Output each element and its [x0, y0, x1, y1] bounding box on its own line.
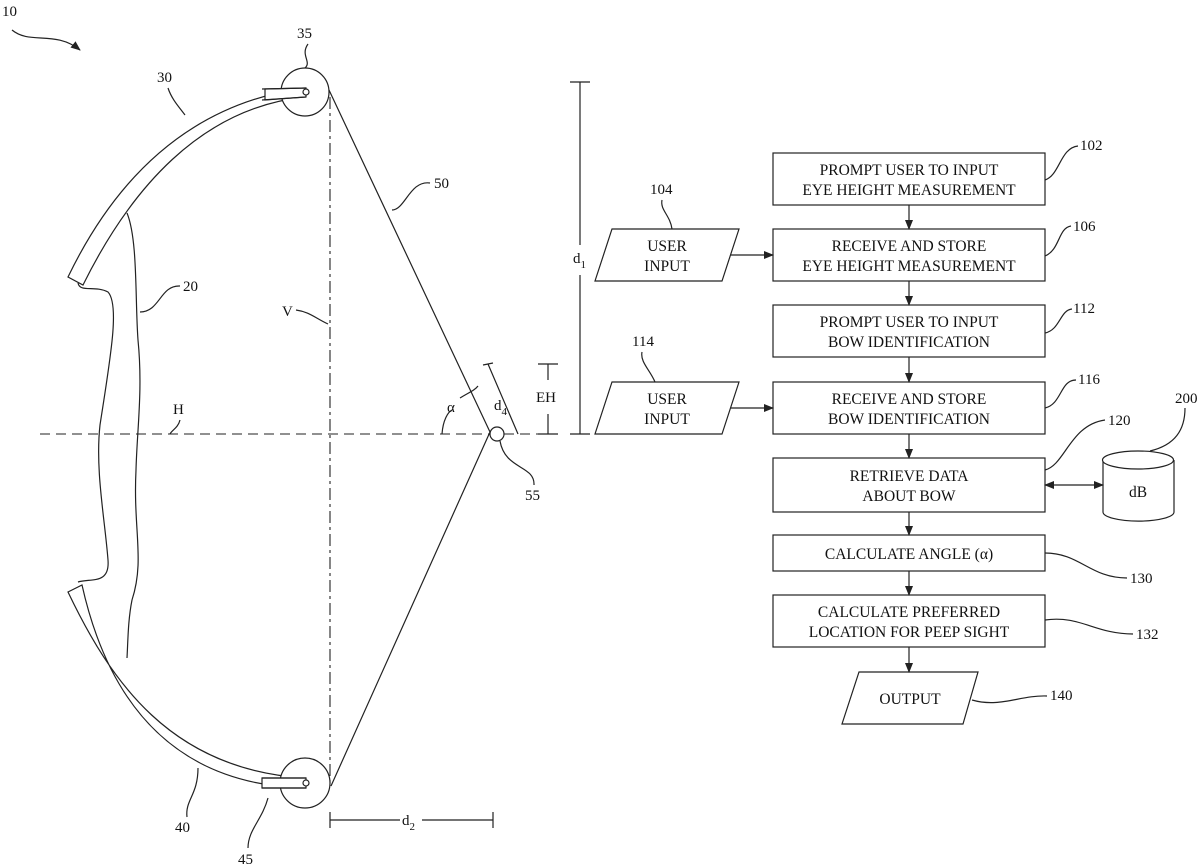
output-140: OUTPUT: [841, 671, 979, 725]
ref-130: 130: [1130, 571, 1153, 587]
ref-116: 116: [1078, 372, 1100, 388]
input-104-line-2: INPUT: [644, 258, 690, 275]
ref-200: 200: [1175, 391, 1198, 407]
flow-ref-numerals: 102 106 112 116 120 130 132 140 104 114 …: [632, 138, 1198, 704]
ref-riser: 20: [183, 279, 198, 295]
flowchart: PROMPT USER TO INPUT EYE HEIGHT MEASUREM…: [594, 138, 1198, 725]
output-label: OUTPUT: [879, 691, 941, 708]
step-132-line-2: LOCATION FOR PEEP SIGHT: [809, 624, 1010, 641]
input-114-line-1: USER: [647, 391, 687, 408]
alpha-arc: [441, 385, 479, 435]
ref-132: 132: [1136, 627, 1159, 643]
label-d2: d2: [402, 813, 415, 833]
eh-dimension: [538, 363, 558, 435]
bow-figure: 10 35 30 50 20 V H α: [2, 4, 590, 864]
ref-102: 102: [1080, 138, 1103, 154]
ref-106: 106: [1073, 219, 1096, 235]
d4-dimension: [482, 362, 519, 435]
lower-limb: [67, 584, 306, 789]
ref-140: 140: [1050, 688, 1073, 704]
input-104-line-1: USER: [647, 238, 687, 255]
input-104-user-input: USER INPUT: [594, 228, 740, 282]
leader-35: [304, 43, 309, 69]
step-116-store-bow-id: RECEIVE AND STORE BOW IDENTIFICATION: [772, 381, 1046, 435]
ref-string: 50: [434, 176, 449, 192]
label-d1: d1: [573, 251, 586, 271]
lower-limb-tip: [261, 777, 307, 789]
step-112-prompt-bow-id: PROMPT USER TO INPUT BOW IDENTIFICATION: [772, 304, 1046, 358]
leader-30: [167, 87, 186, 116]
riser-back-edge: [77, 282, 115, 583]
step-132-calculate-location: CALCULATE PREFERRED LOCATION FOR PEEP SI…: [772, 594, 1046, 648]
step-106-line-1: RECEIVE AND STORE: [832, 238, 987, 255]
lower-limb-tip-edges: [262, 777, 306, 789]
leader-50: [391, 182, 431, 211]
ref-104: 104: [650, 182, 673, 198]
riser-front-edge: [126, 212, 141, 659]
step-102-prompt-eye-height: PROMPT USER TO INPUT EYE HEIGHT MEASUREM…: [772, 152, 1046, 206]
database-label: dB: [1129, 484, 1147, 501]
label-v: V: [282, 304, 293, 320]
leader-45: [247, 797, 269, 849]
input-114-user-input: USER INPUT: [594, 381, 740, 435]
step-102-line-1: PROMPT USER TO INPUT: [820, 162, 999, 179]
leader-55: [499, 440, 535, 486]
peep-sight: [489, 426, 505, 442]
step-120-line-1: RETRIEVE DATA: [850, 468, 970, 485]
ref-112: 112: [1073, 301, 1095, 317]
d2-dimension: [329, 812, 494, 828]
label-d4: d4: [494, 398, 508, 418]
leader-40: [186, 767, 199, 818]
ref-upper-limb: 30: [157, 70, 172, 86]
database-200: dB: [1101, 450, 1175, 522]
ref-upper-cam: 35: [297, 26, 312, 42]
step-116-line-1: RECEIVE AND STORE: [832, 391, 987, 408]
ref-114: 114: [632, 334, 654, 350]
step-102-line-2: EYE HEIGHT MEASUREMENT: [802, 182, 1016, 199]
step-132-line-1: CALCULATE PREFERRED: [818, 604, 1000, 621]
step-106-line-2: EYE HEIGHT MEASUREMENT: [802, 258, 1016, 275]
ref-bow-leader: [11, 29, 81, 51]
step-120-retrieve-data: RETRIEVE DATA ABOUT BOW: [772, 457, 1046, 513]
label-h: H: [173, 402, 184, 418]
step-120-line-2: ABOUT BOW: [862, 488, 956, 505]
leader-h: [169, 419, 181, 435]
ref-lower-limb: 40: [175, 820, 190, 836]
leader-v: [295, 309, 329, 325]
d1-dimension: [570, 81, 590, 435]
leader-20: [139, 285, 181, 313]
upper-limb-tip-edges: [261, 87, 307, 101]
step-106-store-eye-height: RECEIVE AND STORE EYE HEIGHT MEASUREMENT: [772, 228, 1046, 282]
label-eh: EH: [536, 390, 556, 406]
lower-axle: [302, 779, 310, 787]
ref-lower-cam: 45: [238, 852, 253, 864]
ref-bow: 10: [2, 4, 17, 20]
ref-peep: 55: [525, 488, 540, 504]
upper-limb: [67, 87, 306, 286]
ref-120: 120: [1108, 413, 1131, 429]
step-130-line-1: CALCULATE ANGLE (α): [825, 546, 993, 563]
step-112-line-2: BOW IDENTIFICATION: [828, 334, 990, 351]
input-114-line-2: INPUT: [644, 411, 690, 428]
step-112-line-1: PROMPT USER TO INPUT: [820, 314, 999, 331]
step-130-calculate-angle: CALCULATE ANGLE (α): [772, 534, 1046, 572]
flow-arrows: [731, 205, 1104, 673]
step-116-line-2: BOW IDENTIFICATION: [828, 411, 990, 428]
upper-axle: [302, 88, 310, 96]
label-alpha: α: [447, 400, 455, 416]
